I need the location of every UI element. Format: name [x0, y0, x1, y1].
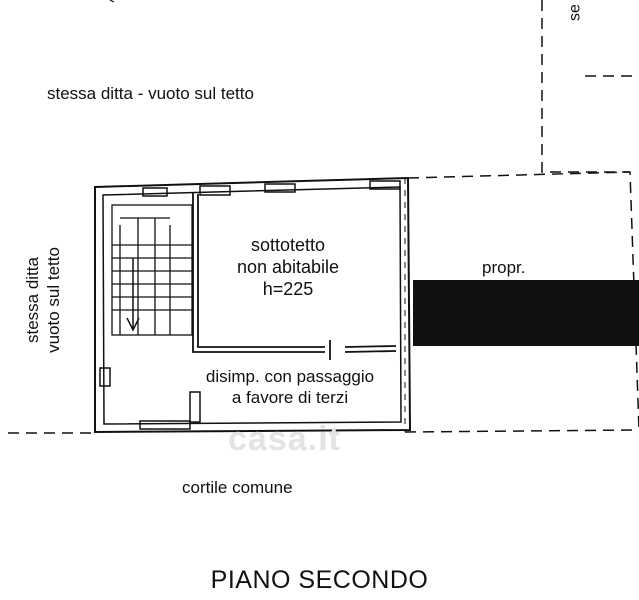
- attic-label-line2: non abitabile: [236, 257, 340, 277]
- side-roof-label-line1: stessa ditta: [23, 257, 42, 343]
- landing-label: disimp. con passaggio a favore di terzi: [175, 366, 405, 408]
- attic-room-label: sottotetto non abitabile h=225: [203, 234, 373, 300]
- staircase: [111, 204, 193, 336]
- top-right-fragment-label: se: [566, 4, 584, 21]
- right-boundary-line: [541, 0, 639, 431]
- outer-walls: [94, 176, 412, 434]
- attic-walls: [192, 193, 397, 360]
- top-roof-label: stessa ditta - vuoto sul tetto: [47, 84, 254, 103]
- courtyard-label: cortile comune: [182, 478, 293, 497]
- property-label: propr.: [482, 258, 526, 277]
- courtyard-boundary-line: [8, 429, 639, 434]
- watermark: casa.it: [228, 420, 341, 458]
- floor-title: PIANO SECONDO: [210, 566, 429, 594]
- side-roof-label: stessa ditta vuoto sul tetto: [22, 220, 64, 380]
- attic-label-line1: sottotetto: [250, 235, 326, 255]
- side-roof-label-line2: vuoto sul tetto: [44, 247, 63, 353]
- attic-height-label: h=225: [262, 279, 314, 299]
- landing-label-line2: a favore di terzi: [231, 388, 349, 407]
- landing-label-line1: disimp. con passaggio: [205, 367, 375, 386]
- wall-notches: [99, 180, 401, 430]
- boundary-dashed-lines: [8, 0, 639, 434]
- property-top-boundary: [407, 171, 631, 179]
- property-black-band: [413, 280, 639, 346]
- stray-marks: [109, 0, 115, 3]
